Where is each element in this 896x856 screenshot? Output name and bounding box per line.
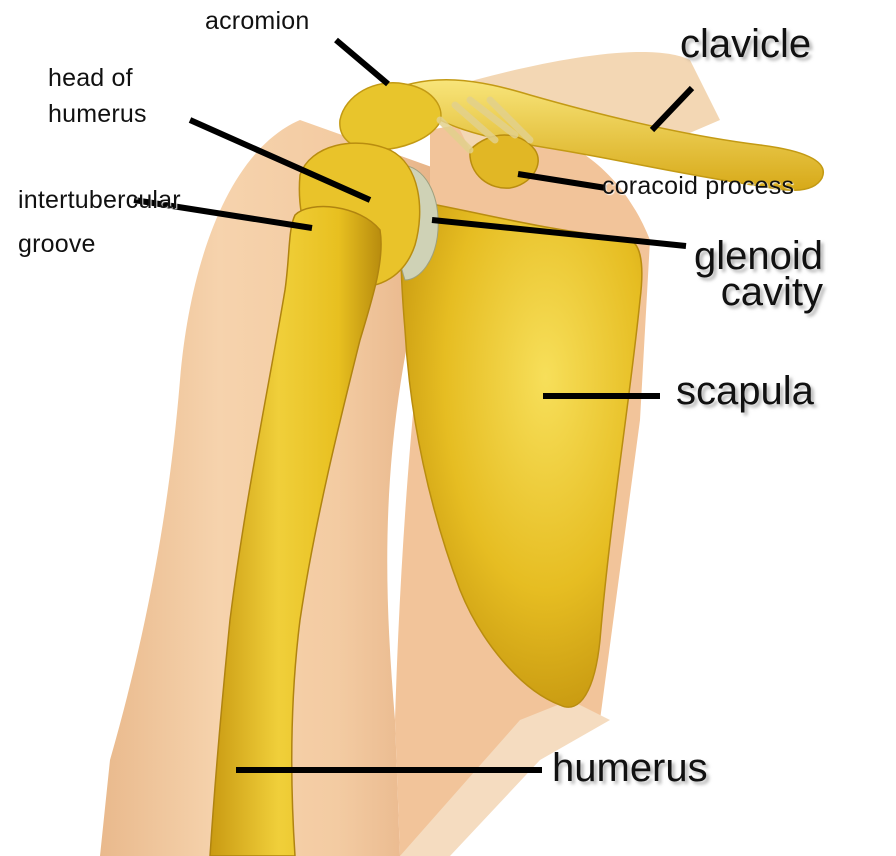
- label-coracoid-process: coracoid process: [602, 174, 794, 199]
- label-scapula: scapula: [676, 371, 814, 411]
- label-clavicle: clavicle: [680, 24, 811, 64]
- label-head-of-humerus: head of humerus: [48, 60, 147, 132]
- label-humerus: humerus: [552, 748, 708, 788]
- label-acromion: acromion: [205, 9, 309, 34]
- label-glenoid-cavity: glenoid cavity: [694, 238, 823, 310]
- leader-clavicle: [652, 88, 692, 130]
- leader-acromion: [336, 40, 388, 84]
- leader-head-of-humerus: [190, 120, 370, 200]
- leader-glenoid-cavity: [432, 220, 686, 246]
- label-intertubercular-groove: intertubercular groove: [18, 178, 181, 266]
- leader-coracoid-process: [518, 174, 606, 188]
